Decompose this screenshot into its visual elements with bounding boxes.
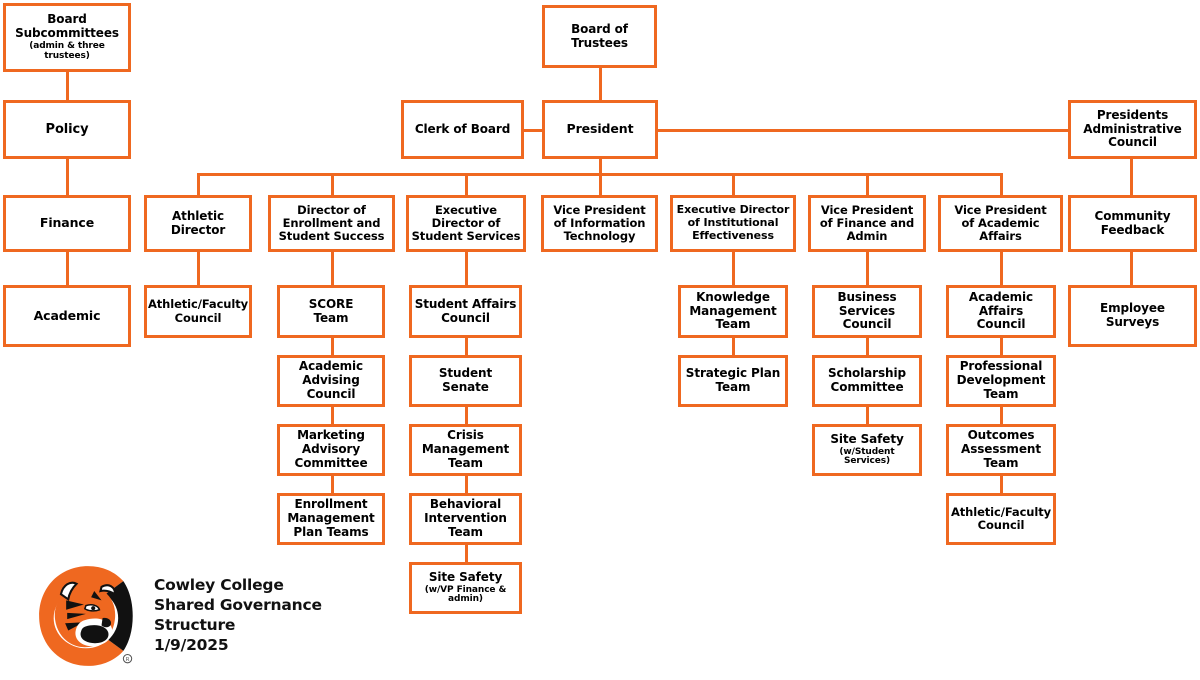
node-vice-president-of-academic-affairs[interactable]: Vice President of Academic Affairs (938, 195, 1063, 252)
node-business-services-council[interactable]: Business Services Council (812, 285, 922, 338)
node-executive-director-of-student-services[interactable]: Executive Director of Student Services (406, 195, 526, 252)
node-athletic-faculty-council-athletics[interactable]: Athletic/Faculty Council (144, 285, 252, 338)
node-knowledge-management-team[interactable]: Knowledge Management Team (678, 285, 788, 338)
connector-student-services-affairs-council (465, 252, 468, 285)
connector-finance-academic (66, 252, 69, 285)
node-student-senate[interactable]: Student Senate (409, 355, 522, 407)
connector-affairs-council-senate (465, 338, 468, 355)
connector-president-bus-drop (599, 159, 602, 175)
branding-text: Cowley College Shared Governance Structu… (154, 576, 322, 655)
connector-bus-drop-vp-information-technology (599, 173, 602, 195)
connector-affairs-council-professional (1000, 338, 1003, 355)
node-director-of-enrollment-and-student-success[interactable]: Director of Enrollment and Student Succe… (268, 195, 395, 252)
node-score-team[interactable]: SCORE Team (277, 285, 385, 338)
node-academic-affairs-council[interactable]: Academic Affairs Council (946, 285, 1056, 338)
node-label: Site Safety (830, 431, 904, 446)
connector-scholarship-site-safety (866, 407, 869, 424)
connector-outcomes-athletic-faculty (1000, 476, 1003, 493)
node-academic[interactable]: Academic (3, 285, 131, 347)
node-enrollment-management-plan-teams[interactable]: Enrollment Management Plan Teams (277, 493, 385, 545)
node-site-safety-vp-finance-admin[interactable]: Site Safety (w/VP Finance & admin) (409, 562, 522, 614)
node-community-feedback[interactable]: Community Feedback (1068, 195, 1197, 252)
node-outcomes-assessment-team[interactable]: Outcomes Assessment Team (946, 424, 1056, 476)
connector-community-feedback-employee-surveys (1130, 252, 1133, 285)
connector-professional-outcomes (1000, 407, 1003, 424)
node-vice-president-of-finance-and-admin[interactable]: Vice President of Finance and Admin (808, 195, 926, 252)
connector-behavioral-site-safety (465, 545, 468, 562)
cowley-tiger-head-logo-icon: R (39, 566, 133, 666)
connector-marketing-enrollment-plan (331, 476, 334, 493)
node-executive-director-of-institutional-effectiveness[interactable]: Executive Director of Institutional Effe… (670, 195, 796, 252)
brand-line-2: Shared Governance (154, 596, 322, 615)
connector-bus-drop-director-enrollment (331, 173, 334, 195)
node-board-of-trustees[interactable]: Board of Trustees (542, 5, 657, 68)
node-crisis-management-team[interactable]: Crisis Management Team (409, 424, 522, 476)
connector-senate-crisis (465, 407, 468, 424)
node-president[interactable]: President (542, 100, 658, 159)
node-label: Site Safety (428, 569, 503, 584)
connector-bus-drop-vp-finance-admin (866, 173, 869, 195)
branding-block: R Cowley College Shared Governance Struc… (36, 560, 376, 672)
node-sublabel: (w/Student Services) (839, 446, 895, 467)
node-strategic-plan-team[interactable]: Strategic Plan Team (678, 355, 788, 407)
connector-bus-drop-athletic-director (197, 173, 200, 195)
connector-bus-drop-vp-academic-affairs (1000, 173, 1003, 195)
node-label: Board (47, 12, 87, 27)
connector-board-subcommittees-policy (66, 72, 69, 102)
node-policy[interactable]: Policy (3, 100, 131, 159)
connector-admin-council-community-feedback (1130, 159, 1133, 195)
connector-institutional-knowledge (732, 252, 735, 285)
node-finance[interactable]: Finance (3, 195, 131, 252)
connector-business-scholarship (866, 338, 869, 355)
node-athletic-director[interactable]: Athletic Director (144, 195, 252, 252)
svg-text:R: R (126, 657, 130, 663)
node-student-affairs-council[interactable]: Student Affairs Council (409, 285, 522, 338)
node-presidents-administrative-council[interactable]: Presidents Administrative Council (1068, 100, 1197, 159)
connector-knowledge-strategic (732, 338, 735, 355)
node-sublabel: (admin & three trustees) (29, 41, 105, 61)
connector-athletic-director-council (197, 252, 200, 285)
connector-president-admin-council (658, 129, 1068, 132)
node-behavioral-intervention-team[interactable]: Behavioral Intervention Team (409, 493, 522, 545)
connector-trustees-president (599, 68, 602, 102)
node-vice-president-of-information-technology[interactable]: Vice President of Information Technology (541, 195, 658, 252)
connector-policy-finance (66, 159, 69, 195)
node-board-subcommittees[interactable]: Board Subcommittees (admin & three trust… (3, 3, 131, 72)
brand-line-1: Cowley College (154, 576, 284, 595)
brand-line-4: 1/9/2025 (154, 635, 229, 654)
connector-vp-finance-business-services (866, 252, 869, 285)
node-label-2: Subcommittees (15, 26, 119, 41)
connector-clerk-president (524, 129, 544, 132)
node-professional-development-team[interactable]: Professional Development Team (946, 355, 1056, 407)
node-academic-advising-council[interactable]: Academic Advising Council (277, 355, 385, 407)
connector-score-advising (331, 338, 334, 355)
node-site-safety-student-services[interactable]: Site Safety (w/Student Services) (812, 424, 922, 476)
connector-bus-drop-exec-dir-student-services (465, 173, 468, 195)
brand-line-3: Structure (154, 616, 236, 634)
connector-bus-drop-exec-dir-institutional (732, 173, 735, 195)
node-athletic-faculty-council-academic-affairs[interactable]: Athletic/Faculty Council (946, 493, 1056, 545)
node-employee-surveys[interactable]: Employee Surveys (1068, 285, 1197, 347)
connector-advising-marketing (331, 407, 334, 424)
node-marketing-advisory-committee[interactable]: Marketing Advisory Committee (277, 424, 385, 476)
node-clerk-of-board[interactable]: Clerk of Board (401, 100, 524, 159)
node-sublabel: (w/VP Finance & admin) (424, 584, 507, 605)
connector-enrollment-score (331, 252, 334, 285)
connector-crisis-behavioral (465, 476, 468, 493)
connector-vp-academic-affairs-council (1000, 252, 1003, 285)
node-scholarship-committee[interactable]: Scholarship Committee (812, 355, 922, 407)
